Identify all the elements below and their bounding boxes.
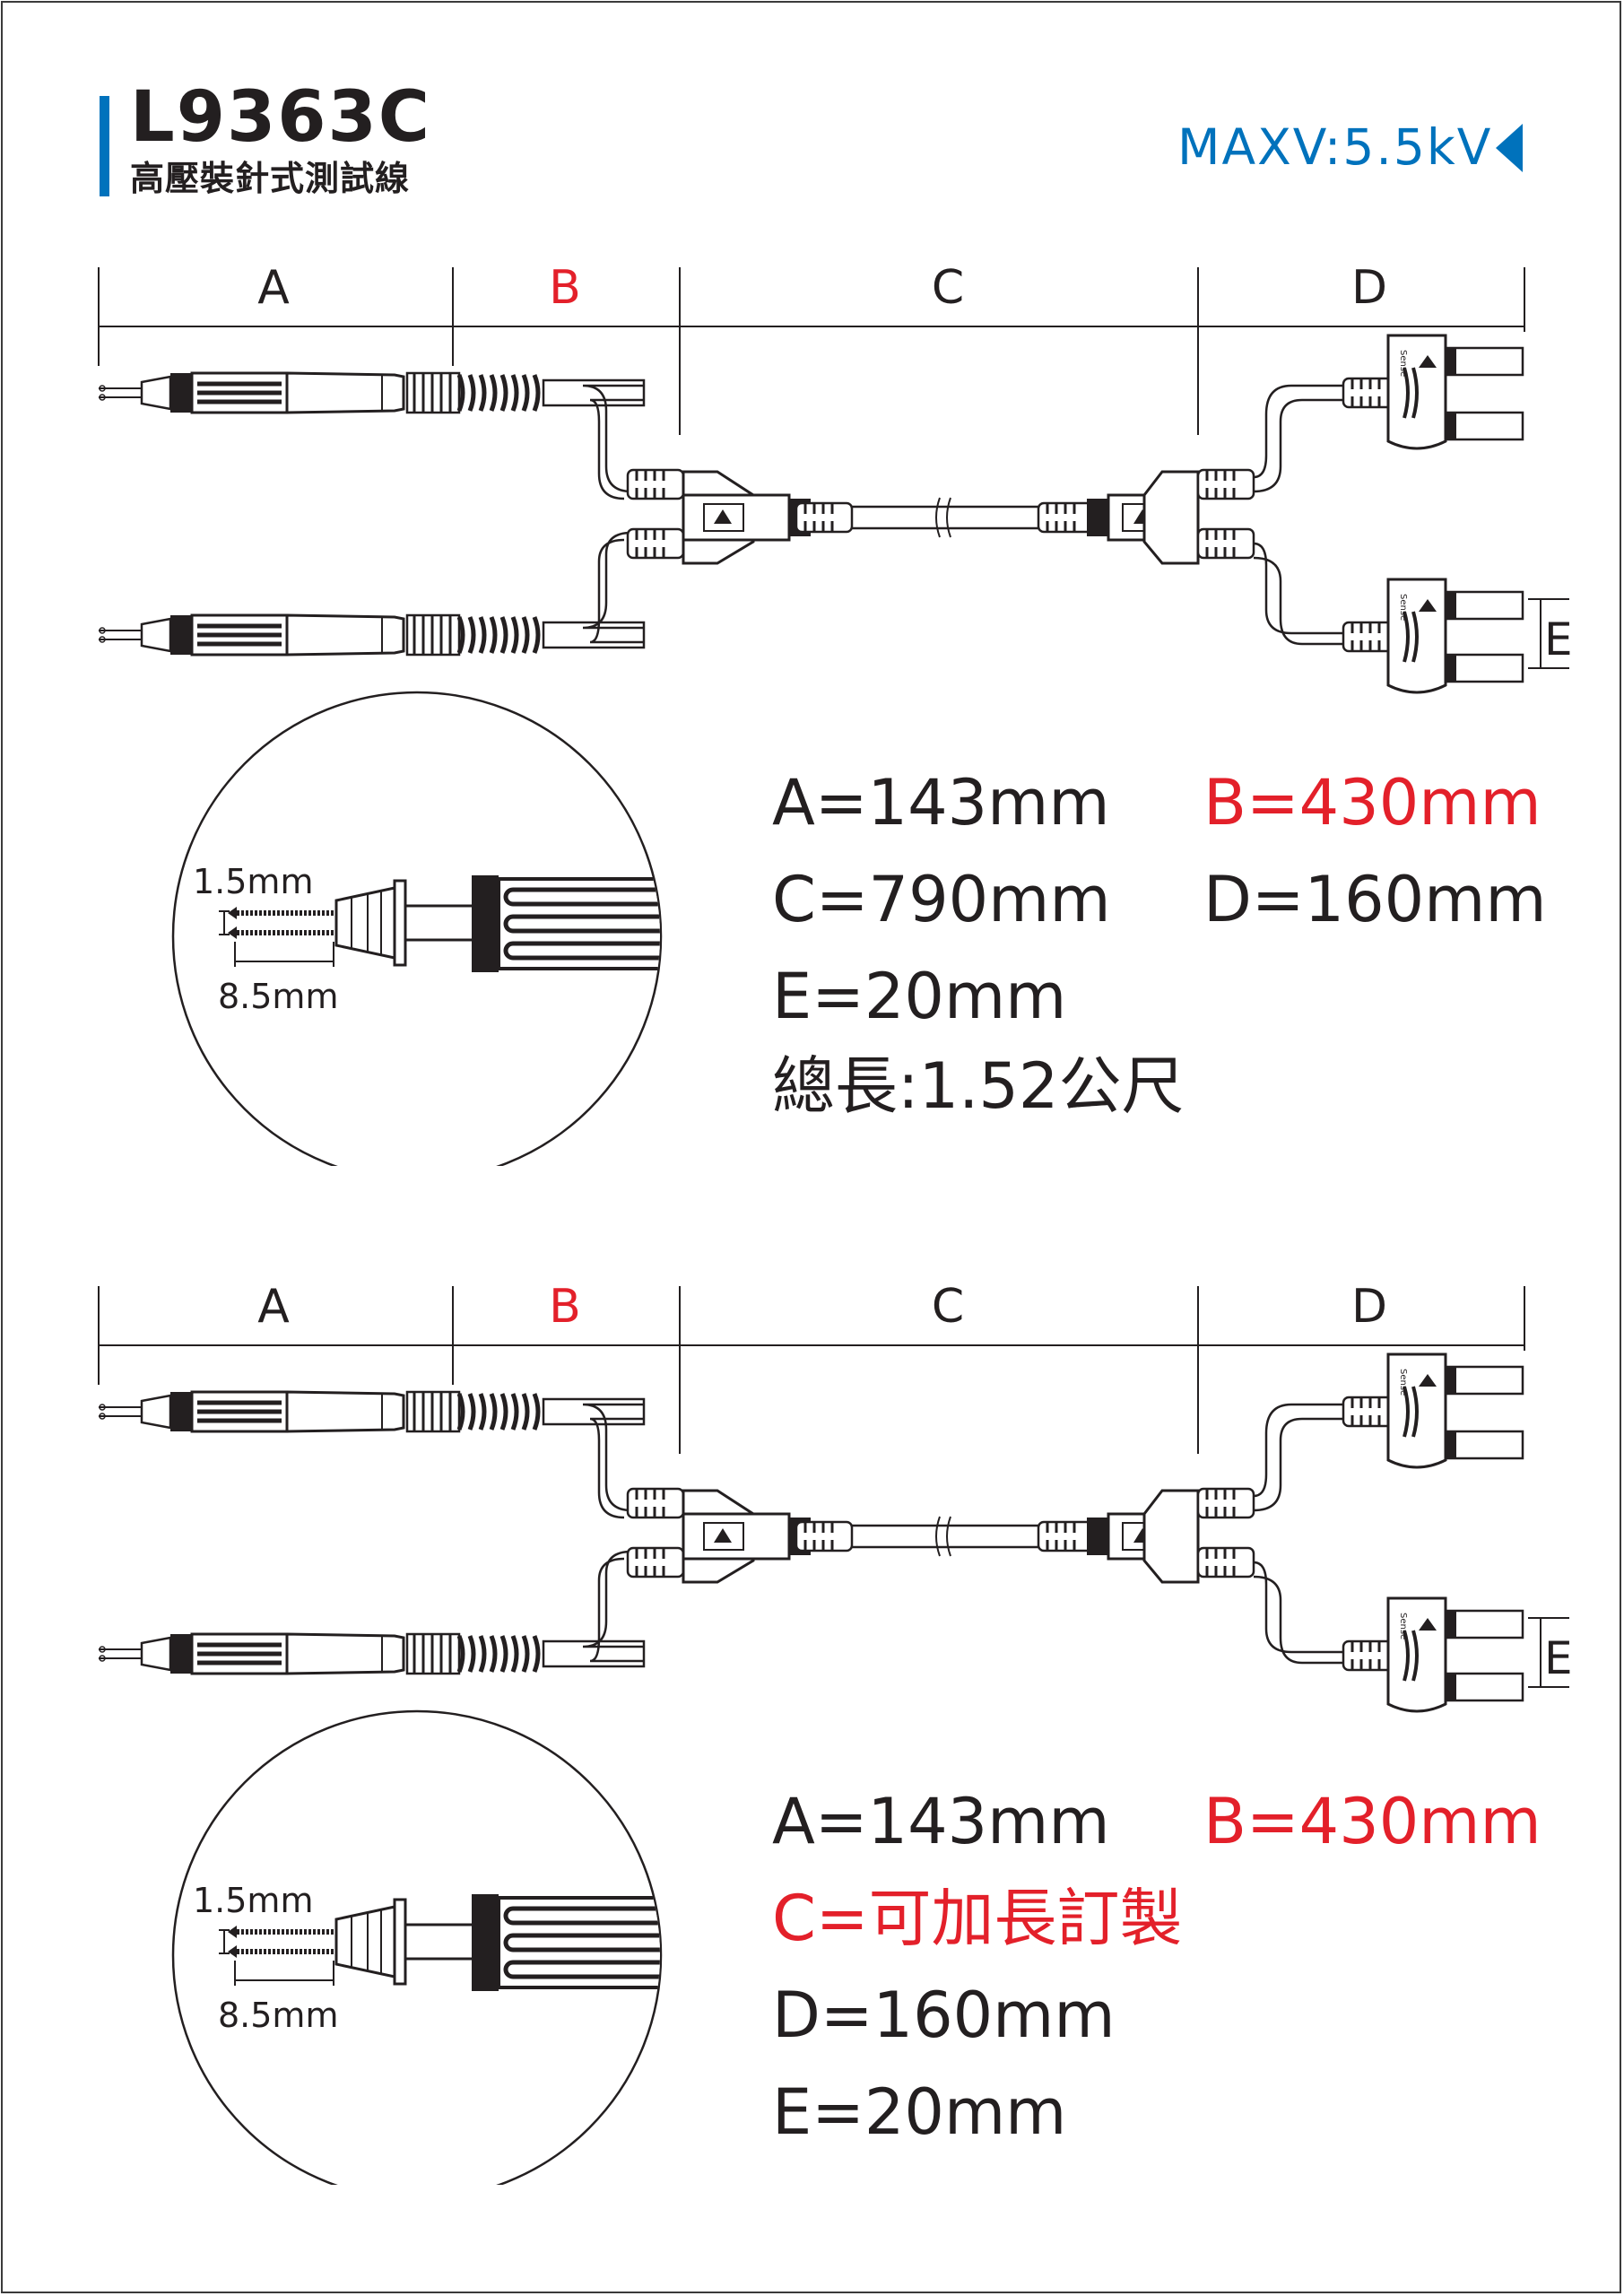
segment-label-d: D: [1351, 261, 1387, 315]
spec-b-bottom: B=430mm: [1203, 1785, 1541, 1858]
splitter-left-bottom: [626, 1487, 854, 1584]
cable-lines-bottom: [582, 1403, 644, 1663]
banana-plug-upper-bottom: Sense: [1342, 1352, 1524, 1469]
spec-c-top: C=790mm: [772, 863, 1111, 936]
plug-cables-bottom: [1253, 1403, 1345, 1665]
splitter-right-bottom: [1037, 1487, 1255, 1584]
probe-upper-bottom: [99, 1392, 644, 1431]
segment-label-c-bottom: C: [932, 1280, 964, 1334]
spec-e-top: E=20mm: [772, 960, 1067, 1033]
plug-sense-label-b2: Sense: [1398, 1613, 1408, 1639]
probe-tip-detail-bottom: 1.5mm 8.5mm: [171, 1709, 663, 2185]
probe-upper: [99, 373, 644, 413]
spec-d-top: D=160mm: [1203, 863, 1547, 936]
spec-a-top: A=143mm: [772, 766, 1110, 839]
dimension-e-bottom: [1528, 1617, 1569, 1688]
plug-sense-label: Sense: [1398, 350, 1408, 377]
spec-a-bottom: A=143mm: [772, 1785, 1110, 1858]
triangle-left-icon: [1496, 124, 1523, 172]
cable-lines-top: [582, 384, 644, 644]
title-accent-bar: [100, 96, 109, 196]
banana-plug-lower: Sense: [1342, 578, 1524, 694]
spec-b-top: B=430mm: [1203, 766, 1541, 839]
banana-plug-upper: Sense: [1342, 334, 1524, 450]
probe-tip-detail-top: 1.5mm 8.5mm: [171, 691, 663, 1166]
plug-cables-top: [1253, 384, 1345, 646]
pin-gap-label: 1.5mm: [193, 862, 313, 901]
cable-diagram-bottom: A B C D: [0, 1280, 1573, 2185]
pin-length-label-bottom: 8.5mm: [218, 1996, 338, 2035]
probe-lower: [99, 615, 644, 655]
model-number: L9363C: [130, 77, 432, 158]
splitter-right: [1037, 468, 1255, 565]
segment-label-a-bottom: A: [257, 1280, 290, 1334]
middle-cable-top: [852, 497, 1040, 538]
cable-diagram-top: A B C D: [0, 261, 1573, 1166]
spec-total-length: 總長:1.52公尺: [772, 1049, 1185, 1123]
segment-label-c: C: [932, 261, 964, 315]
spec-c-bottom: C=可加長訂製: [772, 1882, 1183, 1955]
splitter-left: [626, 468, 854, 565]
spec-e-bottom: E=20mm: [772, 2075, 1067, 2149]
max-voltage-label: MAXV:5.5kV: [1177, 118, 1493, 176]
plug-sense-label-lower: Sense: [1398, 594, 1408, 621]
segment-label-d-bottom: D: [1351, 1280, 1387, 1334]
segment-label-e: E: [1544, 613, 1573, 665]
plug-sense-label-b1: Sense: [1398, 1369, 1408, 1396]
pin-gap-label-bottom: 1.5mm: [193, 1881, 313, 1920]
segment-label-b: B: [549, 261, 581, 315]
dimension-e-top: [1528, 598, 1569, 669]
banana-plug-lower-bottom: Sense: [1342, 1596, 1524, 1713]
segment-label-e-bottom: E: [1544, 1632, 1573, 1684]
segment-label-a: A: [257, 261, 290, 315]
pin-length-label: 8.5mm: [218, 977, 338, 1016]
product-subtitle: 高壓裝針式測試線: [130, 159, 411, 198]
segment-label-b-bottom: B: [549, 1280, 581, 1334]
middle-cable-bottom: [852, 1516, 1040, 1557]
dimension-ruler-top: [98, 267, 1525, 435]
probe-lower-bottom: [99, 1634, 644, 1674]
dimension-ruler-bottom: [98, 1286, 1525, 1454]
spec-d-bottom: D=160mm: [772, 1979, 1116, 2052]
